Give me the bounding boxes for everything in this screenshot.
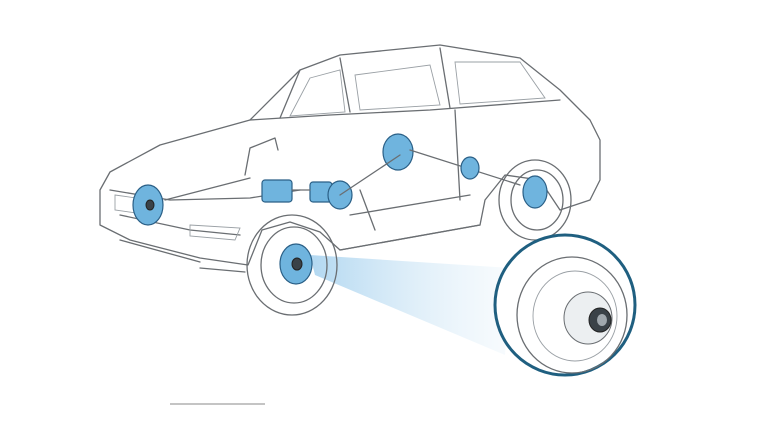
rear-wheel	[498, 159, 572, 241]
brake-rotor-callout	[493, 233, 637, 377]
callout-beam	[310, 255, 510, 355]
brake-components	[132, 133, 521, 231]
front-wheel	[246, 214, 338, 316]
